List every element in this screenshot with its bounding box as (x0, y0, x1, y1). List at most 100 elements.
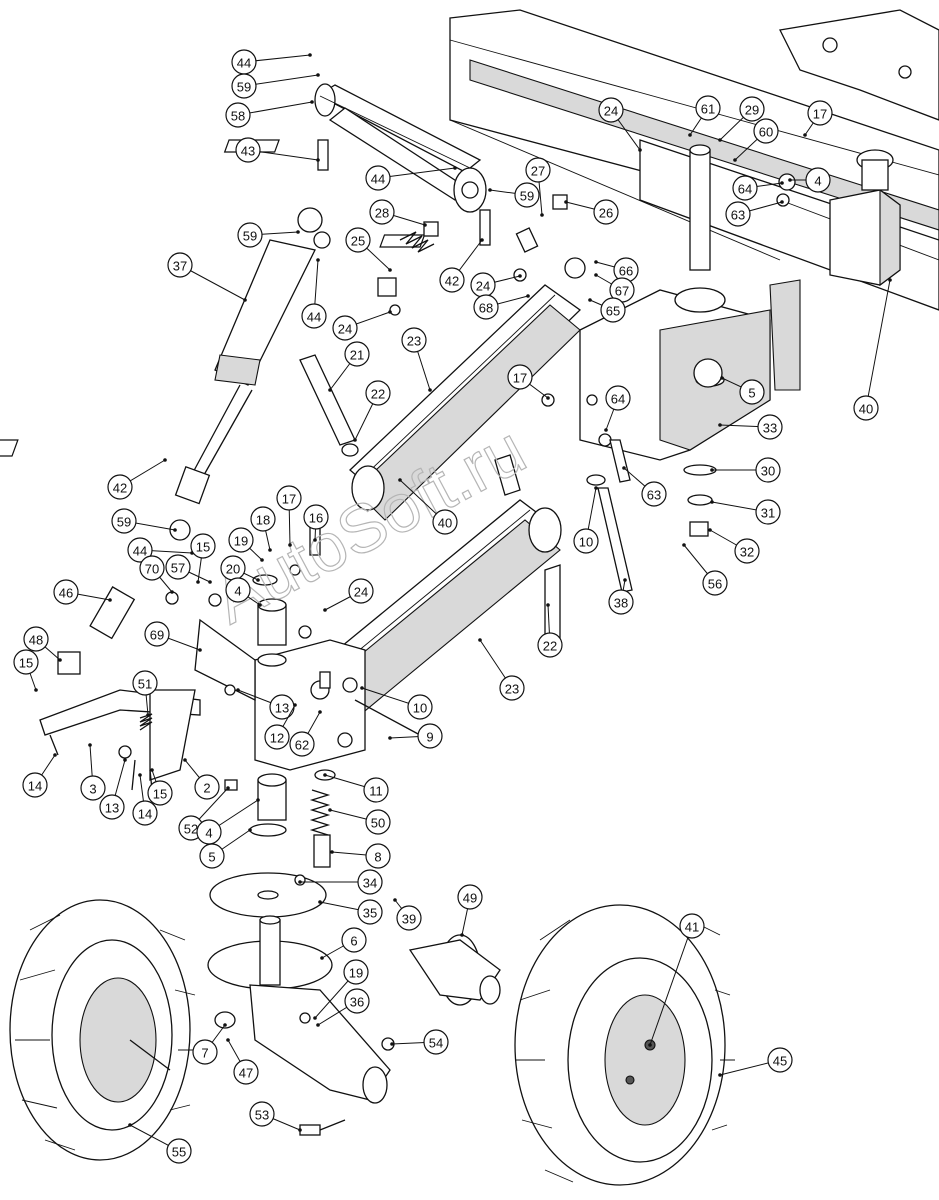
callout-leader-tip (604, 428, 608, 432)
callout-layer: 4459584337425944445928252442272624686667… (13, 49, 892, 1164)
callout-leader-tip (258, 603, 262, 607)
callout-circle (423, 1029, 449, 1055)
callout-number: 60 (759, 125, 773, 140)
callout-circle (514, 182, 540, 208)
callout-8: 8 (330, 843, 391, 869)
callout-number: 61 (701, 102, 715, 117)
callout-24: 24 (332, 310, 392, 341)
left-tire (9, 899, 196, 1161)
callout-56: 56 (682, 543, 728, 596)
callout-63b: 63 (622, 466, 667, 507)
callout-leader-tip (256, 578, 260, 582)
wheel-hub (408, 934, 501, 1006)
callout-number: 4 (234, 584, 241, 599)
callout-circle (767, 1047, 793, 1073)
callout-68: 68 (473, 294, 530, 320)
callout-number: 8 (374, 850, 381, 865)
callout-number: 2 (203, 781, 210, 796)
callout-number: 64 (611, 392, 625, 407)
callout-leader-tip (313, 538, 317, 542)
callout-leader-tip (173, 528, 177, 532)
callout-circle (396, 905, 422, 931)
callout-leader-tip (313, 1016, 317, 1020)
callout-64b: 64 (604, 385, 631, 432)
callout-10: 10 (573, 486, 599, 554)
callout-number: 35 (363, 906, 377, 921)
callout-28: 28 (369, 199, 427, 227)
callout-60: 60 (733, 118, 779, 162)
callout-circle (853, 395, 879, 421)
callout-circle (753, 118, 779, 144)
callout-number: 59 (243, 229, 257, 244)
callout-number: 24 (338, 322, 352, 337)
callout-leader-tip (298, 880, 302, 884)
callout-leader-tip (123, 758, 127, 762)
callout-number: 43 (241, 144, 255, 159)
callout-14: 14 (22, 753, 57, 798)
callout-number: 70 (145, 562, 159, 577)
callout-50: 50 (328, 808, 391, 835)
callout-48: 48 (23, 626, 62, 662)
callout-15c: 15 (147, 768, 173, 806)
callout-number: 67 (615, 284, 629, 299)
callout-number: 6 (350, 934, 357, 949)
callout-circle (734, 538, 760, 564)
callout-leader-tip (623, 578, 627, 582)
callout-44: 44 (231, 49, 312, 75)
caster-arm (249, 984, 391, 1104)
callout-leader-tip (648, 1043, 652, 1047)
callout-45: 45 (718, 1047, 793, 1077)
callout-leader-tip (198, 648, 202, 652)
left-hydraulic-cylinder (174, 207, 331, 505)
callout-circle (107, 474, 133, 500)
callout-leader-tip (588, 298, 592, 302)
callout-9: 9 (388, 723, 443, 749)
callout-leader-tip (323, 773, 327, 777)
callout-number: 4 (205, 826, 212, 841)
callout-circle (303, 504, 329, 530)
callout-7: 7 (192, 1023, 227, 1065)
callout-circle (343, 959, 369, 985)
callout-number: 56 (708, 577, 722, 592)
callout-leader-tip (526, 294, 530, 298)
callout-leader-tip (316, 158, 320, 162)
callout-30: 30 (710, 457, 781, 483)
callout-number: 44 (307, 310, 321, 325)
callout-circle (417, 723, 443, 749)
callout-70: 70 (139, 555, 174, 594)
callout-circle (739, 96, 765, 122)
callout-number: 26 (599, 206, 613, 221)
upper-parallel-arm (349, 284, 582, 521)
callout-circle (228, 527, 254, 553)
callout-number: 41 (685, 920, 699, 935)
callout-circle (732, 175, 758, 201)
callout-circle (341, 927, 367, 953)
callout-26: 26 (564, 199, 619, 225)
callout-63: 63 (725, 200, 784, 227)
callout-circle (407, 694, 433, 720)
callout-number: 59 (117, 515, 131, 530)
callout-leader-tip (780, 181, 784, 185)
callout-number: 10 (579, 535, 593, 550)
lower-parallel-arm (324, 499, 562, 716)
callout-circle (147, 780, 173, 806)
callout-leader-tip (328, 388, 332, 392)
callout-23b: 23 (478, 638, 525, 701)
callout-number: 14 (138, 807, 152, 822)
callout-number: 59 (237, 80, 251, 95)
upper-hydraulic-cylinder (314, 83, 487, 213)
callout-44d: 44 (127, 537, 194, 563)
callout-leader-tip (208, 580, 212, 584)
callout-25: 25 (345, 227, 392, 272)
callout-leader-tip (388, 310, 392, 314)
callout-circle (22, 772, 48, 798)
callout-leader-tip (480, 238, 484, 242)
callout-24b: 24 (470, 272, 522, 298)
callout-22: 22 (353, 380, 391, 442)
callout-4c: 4 (196, 798, 260, 845)
callout-leader-tip (323, 608, 327, 612)
callout-circle (600, 297, 626, 323)
callout-leader-tip (236, 688, 240, 692)
callout-leader-tip (564, 200, 568, 204)
